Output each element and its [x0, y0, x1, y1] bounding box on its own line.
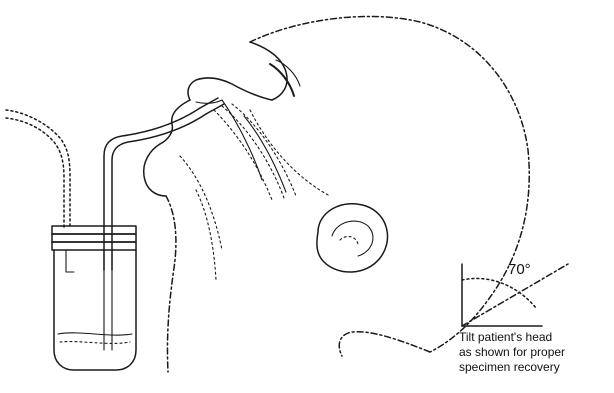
mucus-trap [52, 226, 136, 370]
angle-label: 70° [508, 261, 531, 278]
patient-head [144, 16, 530, 372]
tilt-angle-indicator: 70° [462, 261, 568, 326]
suction-tubing [6, 110, 70, 228]
caption-line-1: Tilt patient's head [459, 330, 614, 345]
instruction-caption: Tilt patient's head as shown for proper … [459, 330, 614, 375]
caption-line-3: specimen recovery [459, 360, 614, 375]
caption-line-2: as shown for proper [459, 345, 614, 360]
suction-catheter [104, 98, 262, 270]
